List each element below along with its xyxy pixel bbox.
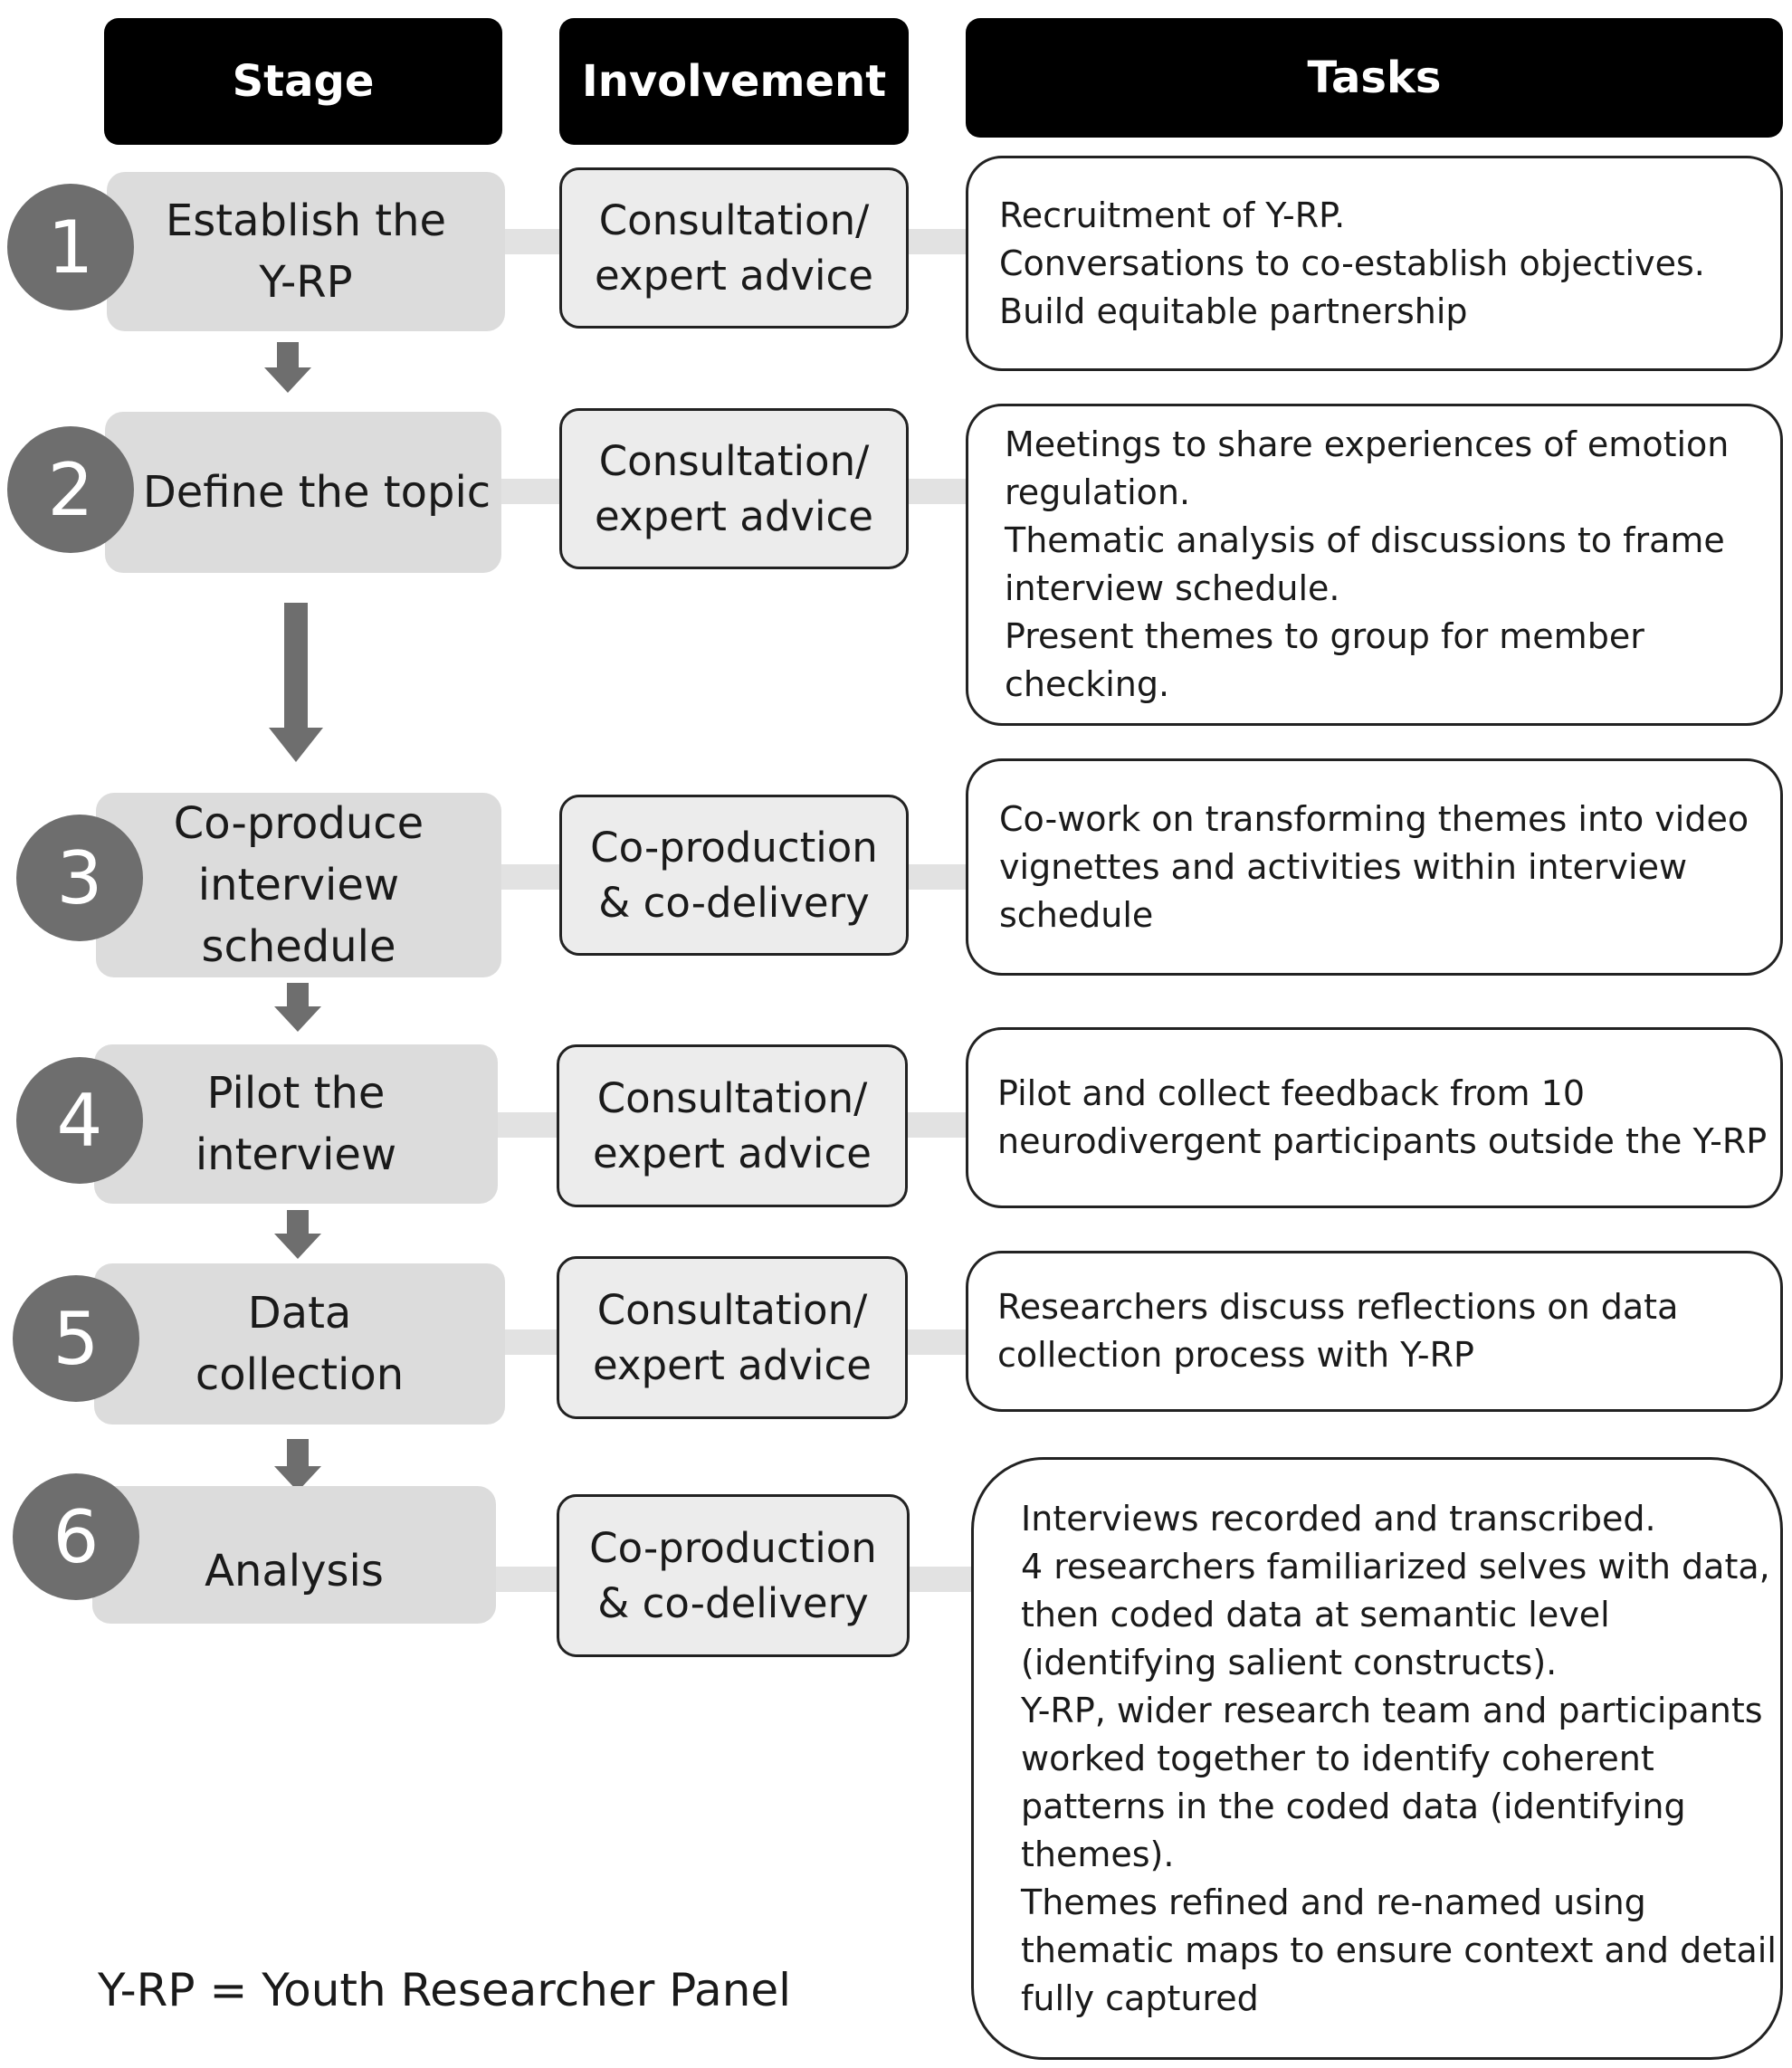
stage-3-number: 3 xyxy=(16,815,143,941)
stage-1-number: 1 xyxy=(7,184,134,310)
involvement-2-box: Consultation/expert advice xyxy=(559,408,909,569)
task-6-line-7: patterns in the coded data (identifying xyxy=(1021,1786,1686,1826)
task-6-box: Interviews recorded and transcribed. 4 r… xyxy=(971,1457,1783,2060)
stage-3-line-1: Co-produce xyxy=(173,798,424,849)
task-1-line-1: Recruitment of Y-RP. xyxy=(999,195,1346,235)
involvement-4-line-1: Consultation/ xyxy=(596,1074,868,1122)
stage-1-line-2: Y-RP xyxy=(259,257,353,308)
task-6-line-4: (identifying salient constructs). xyxy=(1021,1642,1558,1682)
task-6-line-11: fully captured xyxy=(1021,1977,1259,2018)
involvement-3-box: Co-production & co-delivery xyxy=(559,795,909,956)
involvement-2-line-1: Consultation/ xyxy=(598,437,870,485)
task-6-line-9: Themes refined and re-named using xyxy=(1021,1882,1646,1922)
task-6-line-2: 4 researchers familiarized selves with d… xyxy=(1021,1546,1770,1587)
involvement-6-box: Co-production & co-delivery xyxy=(557,1494,910,1657)
task-2-line-2: regulation. xyxy=(1005,472,1191,512)
task-6-line-3: then coded data at semantic level xyxy=(1021,1594,1610,1634)
involvement-6-line-2: & co-delivery xyxy=(597,1579,869,1627)
stage-4-box: Pilot the interview xyxy=(94,1044,498,1204)
involvement-5-box: Consultation/expert advice xyxy=(557,1256,908,1419)
stage-5-line-2: collection xyxy=(195,1349,405,1400)
task-3-line-3: schedule xyxy=(999,894,1154,935)
task-1-box: Recruitment of Y-RP. Conversations to co… xyxy=(966,156,1783,371)
involvement-1-box: Consultation/expert advice xyxy=(559,167,909,329)
task-6-line-8: themes). xyxy=(1021,1834,1175,1874)
arrow-3-to-4 xyxy=(274,983,321,1032)
task-4-line-1: Pilot and collect feedback from 10 xyxy=(997,1073,1586,1113)
stage-4-line-1: Pilot the xyxy=(206,1068,386,1119)
stage-1-line-1: Establish the xyxy=(165,195,447,246)
arrow-1-to-2 xyxy=(264,342,311,393)
task-2-line-1: Meetings to share experiences of emotion xyxy=(1005,424,1730,464)
involvement-5-line-2: expert advice xyxy=(593,1341,872,1389)
stage-4-line-2: interview xyxy=(195,1129,397,1180)
involvement-3-line-1: Co-production xyxy=(590,824,878,872)
task-6-line-5: Y-RP, wider research team and participan… xyxy=(1021,1690,1763,1730)
footnote: Y-RP = Youth Researcher Panel xyxy=(98,1964,792,2016)
task-3-box: Co-work on transforming themes into vide… xyxy=(966,758,1783,976)
involvement-1-line-2: expert advice xyxy=(595,252,873,300)
stage-5-line-1: Data xyxy=(247,1288,352,1339)
involvement-5-line-1: Consultation/ xyxy=(596,1286,868,1334)
stage-3-box: Co-produce interview schedule xyxy=(96,793,501,977)
task-5-line-2: collection process with Y-RP xyxy=(997,1335,1474,1375)
stage-3-line-3: schedule xyxy=(201,921,396,972)
stage-5-box: Data collection xyxy=(94,1263,505,1425)
task-6-line-1: Interviews recorded and transcribed. xyxy=(1021,1498,1656,1539)
arrow-2-to-3 xyxy=(269,603,323,762)
stage-2-box: Define the topic xyxy=(105,412,501,573)
task-5-box: Researchers discuss reflections on data … xyxy=(966,1251,1783,1412)
stage-6-box: Analysis xyxy=(92,1486,496,1624)
task-2-line-4: interview schedule. xyxy=(1005,568,1340,608)
stage-6-number: 6 xyxy=(13,1473,139,1600)
task-6-line-6: worked together to identify coherent xyxy=(1021,1738,1654,1778)
task-2-line-6: checking. xyxy=(1005,664,1170,704)
stage-3-line-2: interview xyxy=(197,860,400,910)
task-4-line-2: neurodivergent participants outside the … xyxy=(997,1121,1768,1161)
stage-6-line-1: Analysis xyxy=(205,1546,384,1596)
task-4-box: Pilot and collect feedback from 10 neuro… xyxy=(966,1027,1783,1208)
task-6-line-10: thematic maps to ensure context and deta… xyxy=(1021,1930,1777,1970)
task-5-line-1: Researchers discuss reflections on data xyxy=(997,1287,1679,1327)
stage-4-number: 4 xyxy=(16,1057,143,1184)
task-3-line-1: Co-work on transforming themes into vide… xyxy=(999,798,1749,839)
task-2-box: Meetings to share experiences of emotion… xyxy=(966,404,1783,726)
arrow-5-to-6 xyxy=(274,1439,321,1491)
stage-2-number: 2 xyxy=(7,426,134,553)
involvement-4-box: Consultation/expert advice xyxy=(557,1044,908,1207)
involvement-2-line-2: expert advice xyxy=(595,492,873,540)
involvement-6-line-1: Co-production xyxy=(589,1524,877,1572)
arrow-4-to-5 xyxy=(274,1210,321,1259)
task-2-line-3: Thematic analysis of discussions to fram… xyxy=(1005,520,1725,560)
tasks-header: Tasks xyxy=(966,18,1783,138)
task-2-line-5: Present themes to group for member xyxy=(1005,616,1644,656)
task-3-line-2: vignettes and activities within intervie… xyxy=(999,846,1688,887)
involvement-header: Involvement xyxy=(559,18,909,145)
stage-header: Stage xyxy=(104,18,502,145)
task-1-line-3: Build equitable partnership xyxy=(999,291,1468,331)
involvement-4-line-2: expert advice xyxy=(593,1129,872,1177)
stage-2-line-1: Define the topic xyxy=(142,467,491,518)
involvement-3-line-2: & co-delivery xyxy=(598,879,870,927)
involvement-1-line-1: Consultation/ xyxy=(598,196,870,244)
task-1-line-2: Conversations to co-establish objectives… xyxy=(999,243,1705,283)
stage-5-number: 5 xyxy=(13,1275,139,1402)
